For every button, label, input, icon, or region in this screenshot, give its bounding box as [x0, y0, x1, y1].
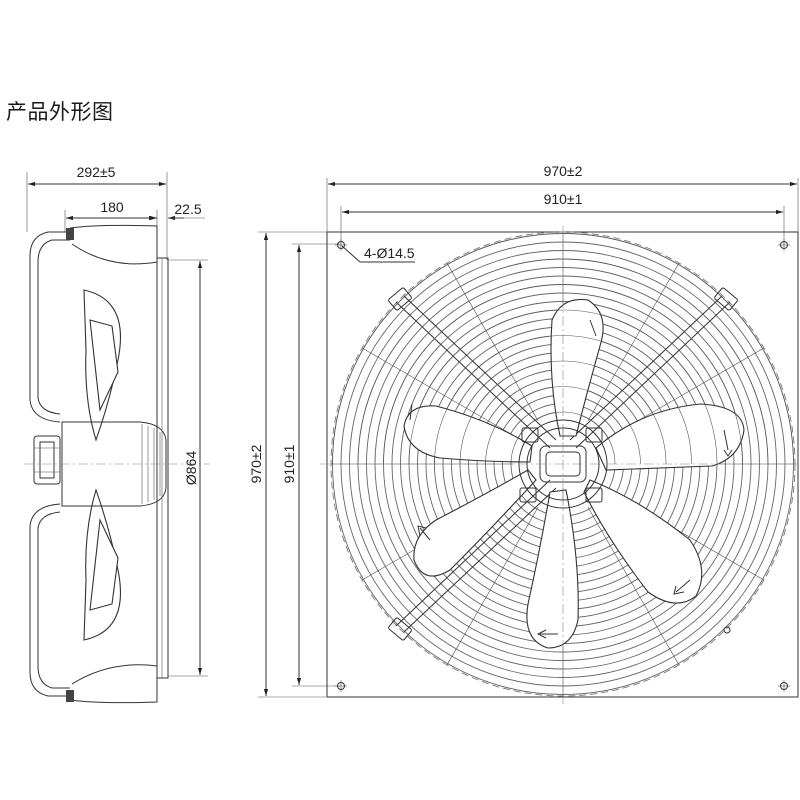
hole-bottom-right	[778, 680, 790, 692]
rotation-arrow-2	[673, 579, 691, 595]
fan-blades	[403, 298, 745, 649]
dim-diameter: Ø864	[168, 259, 208, 677]
rotation-arrows	[409, 319, 733, 639]
rotation-arrow-3	[536, 629, 558, 639]
dim-label-height-holes: 910±1	[281, 444, 297, 483]
hub-clip-3	[519, 487, 537, 503]
dim-label-flange: 22.5	[174, 201, 201, 217]
dim-flange: 22.5	[140, 201, 205, 221]
grille-clip-top-left	[388, 287, 412, 311]
dim-height-holes: 910±1	[281, 243, 340, 687]
guard-rings-front	[332, 233, 794, 465]
rotation-arrow-4	[417, 525, 431, 541]
page-title: 产品外形图	[6, 101, 114, 124]
dim-label-overall-depth: 292±5	[77, 164, 116, 180]
dim-label-height-outer: 970±2	[248, 444, 264, 483]
hole-top-right	[778, 239, 790, 251]
dim-height-outer: 970±2	[248, 231, 326, 698]
blade-3	[526, 489, 579, 649]
hub-clip-4	[585, 487, 603, 503]
hub-clip-1	[521, 427, 539, 443]
hole-top-left	[335, 239, 347, 251]
hub-clip-2	[585, 427, 603, 443]
clip-bottom	[66, 690, 74, 702]
hole-callout: 4-Ø14.5	[341, 245, 415, 263]
guard-spoke	[361, 347, 520, 440]
dim-label-diameter: Ø864	[183, 451, 199, 485]
blade-6	[550, 298, 604, 437]
rotation-arrow-6	[589, 319, 597, 337]
blade-4	[413, 469, 537, 577]
side-view: 292±5 180 22.5	[24, 164, 210, 704]
guard-ring-front	[485, 386, 641, 465]
flange-plate	[156, 257, 169, 679]
bracket-bottom	[29, 503, 70, 697]
dim-motor-depth: 180	[64, 199, 158, 262]
grille-clip-bottom-right	[723, 626, 731, 634]
dim-label-width-outer: 970±2	[544, 163, 583, 179]
rotation-arrow-5	[409, 403, 413, 421]
guard-ring-front	[408, 309, 718, 465]
grille-clip-bottom-left	[388, 617, 412, 641]
grille-clip-top-right	[714, 287, 738, 311]
grille-clips	[388, 287, 738, 641]
dim-label-motor-depth: 180	[100, 199, 124, 215]
junction-box	[33, 435, 61, 485]
grille-support-bars	[395, 295, 731, 633]
front-view: 970±2 910±1 970±2 910±1	[248, 163, 800, 704]
dim-width-outer: 970±2	[326, 163, 799, 232]
rotation-arrow-1	[723, 429, 733, 457]
clip-top	[66, 228, 74, 240]
dim-label-width-holes: 910±1	[544, 191, 583, 207]
guard-spoke	[446, 507, 539, 666]
blade-2	[583, 479, 703, 604]
dim-overall-depth: 292±5	[26, 164, 168, 260]
blade-5	[403, 405, 533, 463]
guard-spoke	[446, 262, 539, 421]
motor-hub	[61, 421, 167, 507]
blade-1	[595, 403, 745, 471]
bracket-top	[29, 231, 70, 423]
mounting-holes	[335, 239, 790, 692]
hole-callout-label: 4-Ø14.5	[364, 245, 415, 261]
hole-bottom-left	[335, 680, 347, 692]
guard-spoke	[587, 507, 680, 666]
dim-width-holes: 910±1	[340, 191, 785, 246]
guard-spoke	[587, 262, 680, 421]
